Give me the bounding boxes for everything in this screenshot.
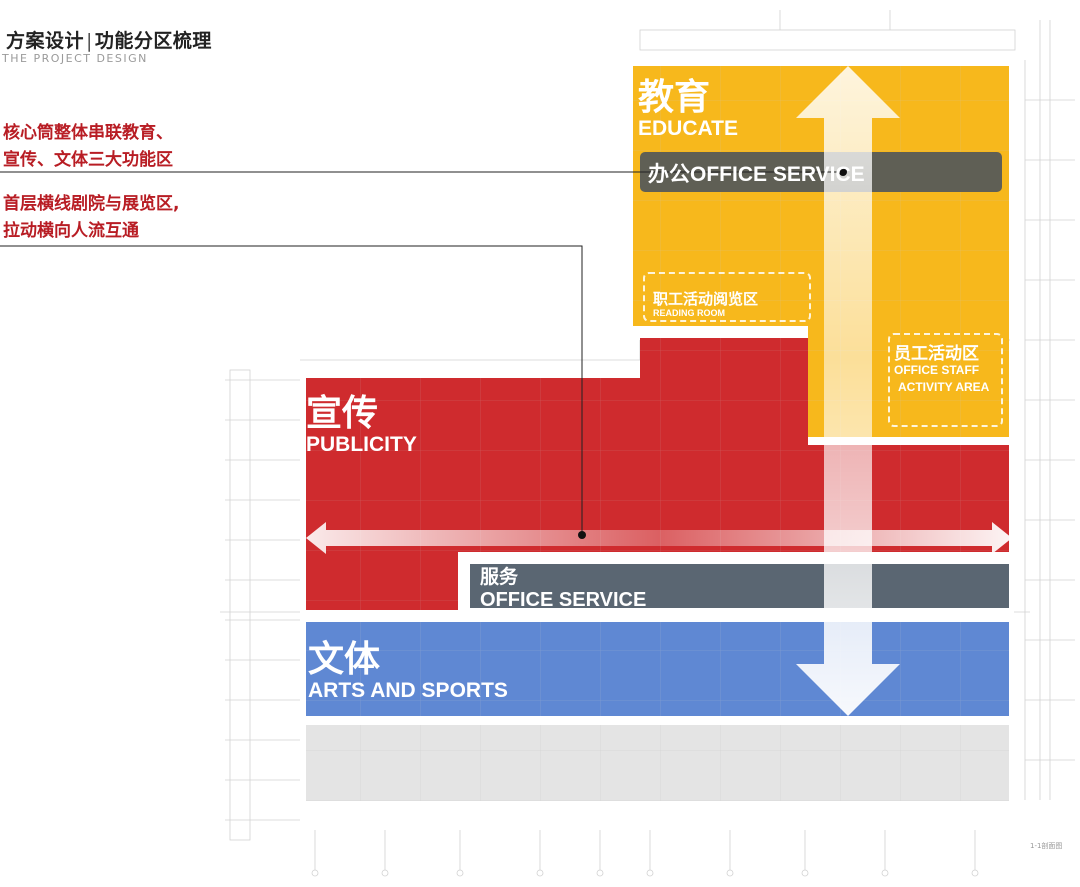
arts-sports-label-cn: 文体 [308, 639, 381, 680]
service-label-en: OFFICE SERVICE [480, 589, 647, 611]
staff-activity-cn: 员工活动区 [894, 344, 979, 364]
staff-activity-box: 员工活动区 OFFICE STAFF ACTIVITY AREA [888, 333, 1003, 427]
educate-label-en: EDUCATE [638, 117, 738, 140]
arts-sports-label-en: ARTS AND SPORTS [308, 679, 508, 702]
reading-room-en: READING ROOM [653, 308, 725, 318]
service-label-cn: 服务 [480, 566, 519, 588]
reading-room-cn: 职工活动阅览区 [653, 290, 759, 308]
reading-room-box: 职工活动阅览区 READING ROOM [643, 272, 811, 322]
note1-line1: 核心筒整体串联教育、 [3, 123, 173, 143]
educate-label-cn: 教育 [638, 77, 711, 118]
note-core-tube: 核心筒整体串联教育、 宣传、文体三大功能区 [3, 120, 173, 174]
vertical-circulation-arrow [796, 66, 900, 716]
note1-line2: 宣传、文体三大功能区 [3, 150, 173, 170]
section-label: 1-1剖面图 [1030, 841, 1062, 850]
publicity-label-cn: 宣传 [306, 393, 379, 434]
page-title: 方案设计|功能分区梳理 [6, 26, 212, 53]
title-left: 方案设计 [6, 30, 85, 52]
publicity-label-en: PUBLICITY [306, 433, 417, 456]
horizontal-circulation-arrow [306, 522, 1012, 554]
title-divider: | [86, 30, 93, 52]
note-ground-floor: 首层横线剧院与展览区, 拉动横向人流互通 [3, 191, 179, 245]
title-right: 功能分区梳理 [94, 30, 212, 52]
leader-dot-ground [578, 531, 586, 539]
service-zone [470, 564, 1009, 608]
staff-activity-en-2: ACTIVITY AREA [898, 380, 990, 394]
note2-line1: 首层横线剧院与展览区, [3, 194, 180, 214]
office-service-top-label: 办公OFFICE SERVICE [648, 163, 865, 186]
leader-line-ground [0, 245, 583, 535]
staff-activity-en-1: OFFICE STAFF [894, 363, 980, 377]
page-subtitle: THE PROJECT DESIGN [2, 52, 148, 65]
note2-line2: 拉动横向人流互通 [3, 221, 139, 241]
leader-dot-core [839, 168, 847, 176]
